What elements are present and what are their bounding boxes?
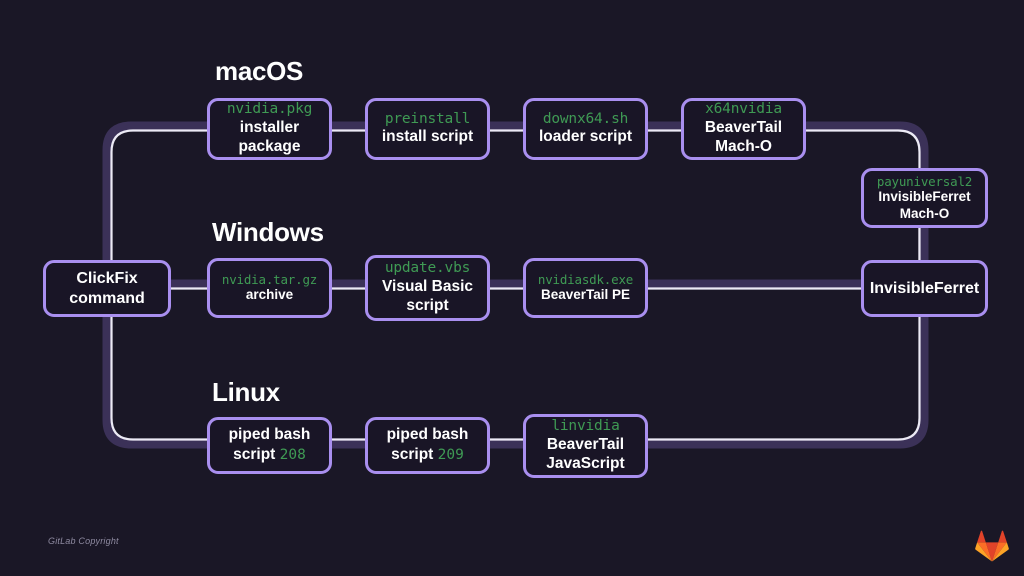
node-mono-filename: nvidia.pkg bbox=[226, 101, 313, 118]
node-mono-filename: nvidia.tar.gz bbox=[221, 272, 318, 288]
node-script-number: 209 bbox=[437, 447, 464, 463]
node-linux-piped-bash-208[interactable]: piped bash script 208 bbox=[207, 417, 332, 474]
node-macos-installer-package[interactable]: nvidia.pkg installer package bbox=[207, 98, 332, 160]
node-macos-install-script[interactable]: preinstall install script bbox=[365, 98, 490, 160]
node-label-line2: Mach-O bbox=[899, 205, 950, 221]
connector-macos-right bbox=[800, 121, 929, 262]
node-label-line1: InvisibleFerret bbox=[878, 189, 971, 205]
node-label-line2: JavaScript bbox=[546, 454, 625, 472]
connector-linux-left bbox=[102, 276, 215, 449]
node-mono-filename: x64nvidia bbox=[705, 101, 782, 118]
node-label-line1: InvisibleFerret bbox=[869, 279, 980, 297]
node-label-line2: script 209 bbox=[391, 445, 464, 465]
footer-copyright: GitLab Copyright bbox=[48, 536, 119, 546]
node-mono-filename: downx64.sh bbox=[542, 110, 629, 127]
node-label-prefix: script bbox=[391, 446, 434, 463]
node-mono-filename: linvidia bbox=[551, 418, 620, 435]
connector-linux-right bbox=[638, 310, 929, 449]
node-label-line2: script bbox=[406, 296, 449, 314]
node-script-number: 208 bbox=[279, 447, 306, 463]
node-windows-vbs-script[interactable]: update.vbs Visual Basic script bbox=[365, 255, 490, 321]
node-label-line2: Mach-O bbox=[715, 137, 772, 155]
node-mono-filename: preinstall bbox=[384, 110, 471, 127]
connector-macos-left bbox=[102, 121, 215, 300]
node-macos-loader-script[interactable]: downx64.sh loader script bbox=[523, 98, 648, 160]
lane-title-windows: Windows bbox=[212, 217, 324, 247]
node-label-line1: BeaverTail PE bbox=[540, 287, 631, 303]
node-label-line1: archive bbox=[245, 287, 294, 303]
node-label-line1: ClickFix bbox=[76, 269, 138, 287]
node-clickfix-command[interactable]: ClickFix command bbox=[43, 260, 171, 317]
node-mono-filename: payuniversal2 bbox=[876, 173, 973, 189]
node-windows-archive[interactable]: nvidia.tar.gz archive bbox=[207, 258, 332, 318]
node-linux-piped-bash-209[interactable]: piped bash script 209 bbox=[365, 417, 490, 474]
node-label-line1: loader script bbox=[538, 128, 633, 146]
node-label-line1: install script bbox=[381, 128, 474, 146]
node-label-line2: script 208 bbox=[233, 445, 306, 465]
node-invisibleferret[interactable]: InvisibleFerret bbox=[861, 260, 988, 317]
node-macos-beavertail-macho[interactable]: x64nvidia BeaverTail Mach-O bbox=[681, 98, 806, 160]
node-mono-filename: nvidiasdk.exe bbox=[537, 272, 634, 288]
node-label-line1: BeaverTail bbox=[704, 118, 783, 136]
node-mono-filename: update.vbs bbox=[384, 260, 471, 277]
node-invisibleferret-macho[interactable]: payuniversal2 InvisibleFerret Mach-O bbox=[861, 168, 988, 228]
node-label-line2: command bbox=[69, 289, 145, 307]
gitlab-logo-icon bbox=[975, 530, 1009, 562]
lane-title-linux: Linux bbox=[212, 377, 280, 407]
node-label-line1: piped bash bbox=[386, 426, 469, 444]
node-label-line1: installer bbox=[239, 118, 300, 136]
node-label-line1: Visual Basic bbox=[381, 277, 474, 295]
lane-title-macos: macOS bbox=[215, 56, 304, 86]
node-label-line1: piped bash bbox=[228, 426, 311, 444]
node-label-line1: BeaverTail bbox=[546, 435, 625, 453]
node-label-prefix: script bbox=[233, 446, 276, 463]
node-label-line2: package bbox=[238, 137, 301, 155]
node-windows-beavertail-pe[interactable]: nvidiasdk.exe BeaverTail PE bbox=[523, 258, 648, 318]
node-linux-beavertail-javascript[interactable]: linvidia BeaverTail JavaScript bbox=[523, 414, 648, 478]
